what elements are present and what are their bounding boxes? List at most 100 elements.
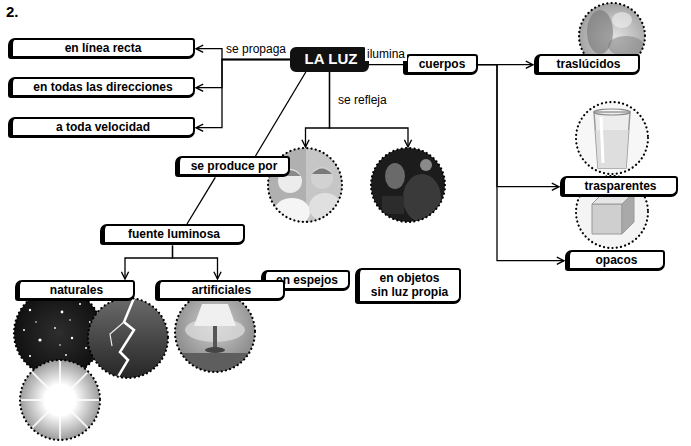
cube-picture bbox=[622, 192, 634, 234]
mirror-picture bbox=[309, 193, 341, 221]
picture-space bbox=[261, 148, 350, 270]
picture-space bbox=[355, 148, 461, 268]
sun-rays bbox=[59, 400, 61, 440]
sun-rays bbox=[59, 360, 61, 400]
exercise-number: 2. bbox=[6, 3, 19, 20]
star-dots bbox=[71, 337, 73, 339]
cube-picture bbox=[592, 204, 622, 234]
connector bbox=[125, 245, 173, 279]
concept-text: traslúcidos bbox=[556, 57, 620, 71]
concept-box: opacos bbox=[565, 250, 665, 271]
sun-rays bbox=[20, 360, 100, 440]
concept-box: traslúcidos bbox=[534, 54, 640, 75]
glass-picture bbox=[574, 100, 650, 176]
sun-picture bbox=[20, 360, 100, 440]
connector bbox=[173, 245, 218, 279]
concept-box: en línea recta bbox=[8, 38, 195, 59]
concept-box: en objetos sin luz propia bbox=[355, 268, 461, 304]
star-dots bbox=[59, 344, 61, 346]
sun-rays bbox=[60, 399, 100, 401]
concept-text: opacos bbox=[595, 253, 637, 267]
concept-text: en todas las direcciones bbox=[33, 80, 172, 94]
connector bbox=[369, 64, 403, 65]
connector bbox=[478, 65, 559, 187]
star-dots bbox=[38, 338, 41, 341]
dotted-frame bbox=[20, 360, 100, 440]
dark-objects-picture bbox=[370, 147, 446, 223]
sun-rays bbox=[60, 372, 88, 400]
star-dots bbox=[29, 355, 31, 357]
connector bbox=[330, 72, 409, 147]
central-concept-box: LA LUZ bbox=[290, 47, 369, 72]
lightning-picture bbox=[88, 298, 168, 380]
mirror-picture bbox=[306, 148, 346, 224]
picture-concept: en objetos sin luz propia bbox=[355, 148, 461, 304]
connector bbox=[196, 60, 290, 88]
mirror-picture bbox=[311, 167, 333, 189]
star-dots bbox=[69, 319, 71, 321]
concept-text: cuerpos bbox=[419, 57, 466, 71]
dotted-frame bbox=[371, 148, 445, 222]
concept-box: se produce por bbox=[175, 156, 290, 177]
concept-text: artificiales bbox=[192, 283, 251, 297]
translucent-picture bbox=[612, 12, 632, 28]
concept-box: trasparentes bbox=[560, 176, 678, 197]
dark-objects-picture bbox=[385, 163, 405, 189]
dotted-frame bbox=[576, 102, 648, 174]
lamp-picture bbox=[175, 292, 255, 383]
connector bbox=[256, 72, 306, 156]
connector bbox=[306, 72, 330, 147]
star-dots bbox=[23, 329, 25, 331]
star-dots bbox=[65, 354, 67, 356]
translucent-picture bbox=[608, 36, 644, 56]
concept-box: fuente luminosa bbox=[100, 224, 245, 245]
lightning-picture bbox=[110, 322, 124, 346]
concept-box: artificiales bbox=[155, 280, 285, 301]
connector bbox=[478, 65, 564, 261]
star-dots bbox=[54, 327, 56, 329]
lamp-picture bbox=[213, 326, 217, 348]
star-dots bbox=[61, 311, 64, 314]
lamp-picture bbox=[175, 353, 255, 383]
sun-rays bbox=[32, 400, 60, 428]
dotted-frame bbox=[88, 298, 168, 378]
concept-text: LA LUZ bbox=[305, 50, 358, 68]
concept-box: en todas las direcciones bbox=[8, 77, 195, 98]
connector-label: se refleja bbox=[336, 93, 389, 107]
dark-objects-picture bbox=[382, 196, 404, 214]
star-dots bbox=[35, 321, 37, 323]
concept-text: en espejos bbox=[276, 273, 338, 287]
star-dots bbox=[85, 347, 87, 349]
concept-box: cuerpos bbox=[403, 54, 478, 75]
concept-text: se produce por bbox=[191, 159, 278, 173]
concept-box: naturales bbox=[15, 280, 135, 301]
concept-text: a toda velocidad bbox=[56, 120, 150, 134]
mirror-picture bbox=[312, 169, 332, 175]
glass-picture bbox=[594, 109, 630, 115]
lamp-picture bbox=[194, 304, 236, 326]
glass-picture bbox=[601, 117, 603, 163]
sun-rays bbox=[60, 400, 88, 428]
connector-label: se propaga bbox=[224, 42, 288, 56]
glass-picture bbox=[594, 112, 630, 168]
sun-picture bbox=[20, 360, 100, 440]
connector bbox=[187, 177, 215, 224]
dotted-frame bbox=[175, 292, 255, 372]
dark-objects-picture bbox=[420, 159, 432, 171]
concept-text: trasparentes bbox=[584, 179, 656, 193]
dark-objects-picture bbox=[370, 147, 446, 223]
connector bbox=[196, 60, 290, 128]
connector-label: ilumina bbox=[365, 47, 407, 61]
glass-picture bbox=[574, 100, 650, 176]
concept-text: fuente luminosa bbox=[128, 227, 220, 241]
sun-rays bbox=[20, 399, 60, 401]
lamp-picture bbox=[205, 347, 225, 353]
concept-text: naturales bbox=[50, 283, 103, 297]
dark-objects-picture bbox=[403, 174, 441, 222]
picture-concept: en espejos bbox=[261, 148, 350, 291]
concept-text: en objetos sin luz propia bbox=[370, 271, 450, 300]
concept-text: en línea recta bbox=[65, 41, 142, 55]
lightning-picture bbox=[116, 298, 134, 380]
concept-box: a toda velocidad bbox=[8, 117, 195, 138]
